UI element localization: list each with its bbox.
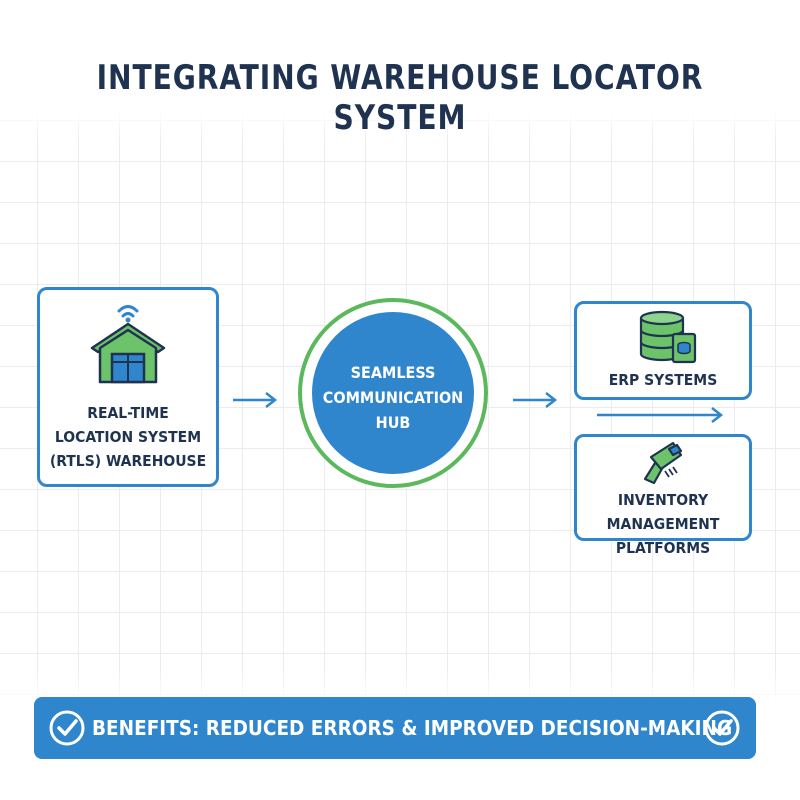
rtls-warehouse-card: REAL-TIME LOCATION SYSTEM (RTLS) WAREHOU… [37,287,219,487]
page-title: INTEGRATING WAREHOUSE LOCATOR SYSTEM [96,58,704,138]
inventory-platforms-card: INVENTORY MANAGEMENT PLATFORMS [574,434,752,557]
arrow-right-icon [233,392,278,408]
database-icon [639,310,697,364]
checkmark-circle-icon [704,710,740,746]
checkmark-circle-icon [49,710,85,746]
benefits-text: BENEFITS: REDUCED ERRORS & IMPROVED DECI… [92,716,733,740]
benefits-banner [34,697,756,759]
communication-hub [312,312,474,474]
erp-label: ERP SYSTEMS [608,371,718,389]
inventory-label: INVENTORY MANAGEMENT PLATFORMS [606,491,720,557]
arrow-right-icon [513,392,558,408]
arrow-right-icon [597,407,724,423]
barcode-scanner-icon [643,441,683,485]
grid-fade-top [0,0,800,140]
warehouse-wifi-icon [90,305,166,384]
rtls-label: REAL-TIME LOCATION SYSTEM (RTLS) WAREHOU… [49,404,207,470]
erp-systems-card: ERP SYSTEMS [574,301,752,400]
hub-label: SEAMLESS COMMUNICATION HUB [322,363,464,432]
